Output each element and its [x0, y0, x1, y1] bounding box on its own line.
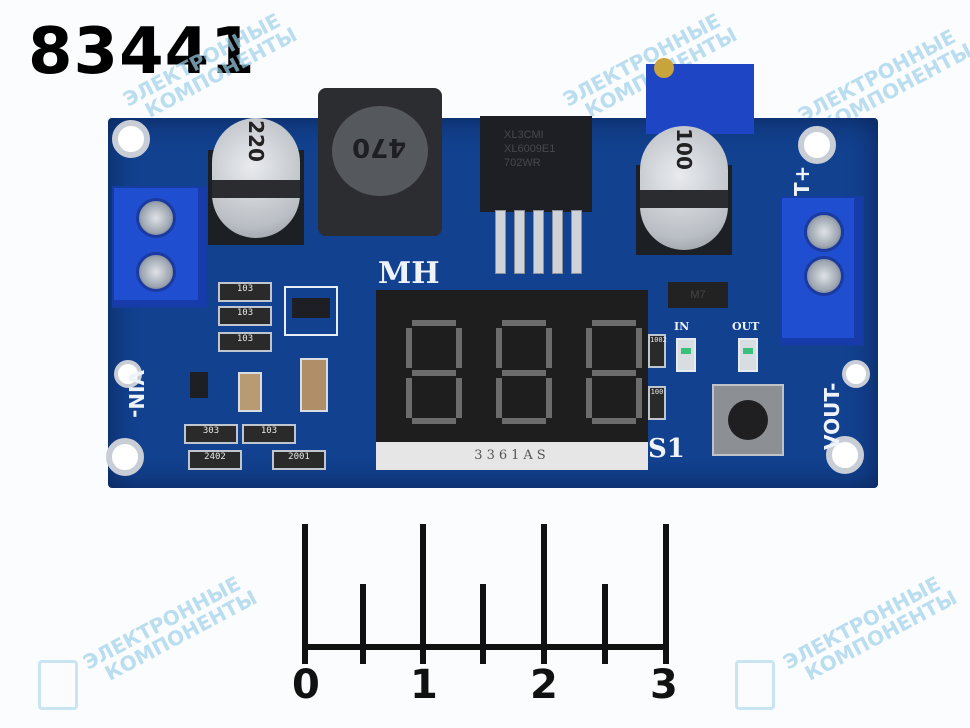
ic-pin: [514, 210, 525, 274]
input-capacitor: 220: [212, 118, 300, 238]
mounting-hole: [112, 120, 150, 158]
adjust-screw-icon[interactable]: [654, 58, 674, 78]
screw-icon: [804, 256, 844, 296]
screw-icon: [136, 198, 176, 238]
silk-vout-minus: VOUT-: [820, 382, 844, 450]
ic-pin: [571, 210, 582, 274]
ic-xl6009: XL3CMI XL6009E1 702WR: [480, 116, 592, 212]
mounting-hole: [826, 436, 864, 474]
silk-mh: MH: [378, 256, 440, 291]
transistor: [190, 372, 208, 398]
screw-icon: [136, 252, 176, 292]
watermark-logo-icon: [735, 660, 775, 710]
output-terminal-block: [780, 196, 864, 346]
button-cap[interactable]: [728, 400, 768, 440]
regulator-outline: [284, 286, 338, 336]
ic-pin: [533, 210, 544, 274]
silk-vout-plus: T+: [790, 165, 814, 196]
mounting-hole: [798, 126, 836, 164]
output-capacitor: 100: [640, 126, 728, 250]
cap-label: 100: [672, 128, 696, 170]
display-part-number: 3361AS: [376, 442, 648, 470]
ruler-label: 3: [650, 662, 678, 708]
ruler-label: 0: [292, 662, 320, 708]
resistor: 2001: [272, 450, 326, 470]
via-hole: [842, 360, 870, 388]
resistor: 103: [218, 332, 272, 352]
resistor: 1002: [648, 334, 667, 368]
watermark-logo-icon: [38, 660, 78, 710]
resistor: 103: [218, 282, 272, 302]
via-hole: [114, 360, 142, 388]
resistor: 2402: [188, 450, 242, 470]
resistor: 100: [648, 386, 666, 420]
inductor-label: 470: [352, 132, 407, 162]
mounting-hole: [106, 438, 144, 476]
input-terminal-block: [112, 186, 208, 308]
seven-segment-display: [376, 290, 648, 442]
ceramic-capacitor: [238, 372, 262, 412]
silk-s1: S1: [648, 434, 685, 464]
cap-label: 220: [244, 120, 268, 162]
led-in-indicator: [676, 338, 696, 372]
product-sku: 83441: [28, 15, 256, 89]
resistor: 303: [184, 424, 238, 444]
resistor: 103: [218, 306, 272, 326]
ic-pin: [552, 210, 563, 274]
inductor: 470: [318, 88, 442, 236]
trim-potentiometer[interactable]: [646, 58, 754, 134]
silk-vin-minus: VIN-: [124, 370, 148, 418]
ruler-label: 1: [410, 662, 438, 708]
ceramic-capacitor: [300, 358, 328, 412]
ruler-label: 2: [530, 662, 558, 708]
tactile-switch-s1[interactable]: [712, 384, 784, 456]
resistor: 103: [242, 424, 296, 444]
screw-icon: [804, 212, 844, 252]
silk-in: IN: [674, 320, 690, 333]
silk-out: OUT: [732, 320, 760, 333]
ic-pin: [495, 210, 506, 274]
diode-m7: M7: [668, 282, 728, 308]
led-out-indicator: [738, 338, 758, 372]
